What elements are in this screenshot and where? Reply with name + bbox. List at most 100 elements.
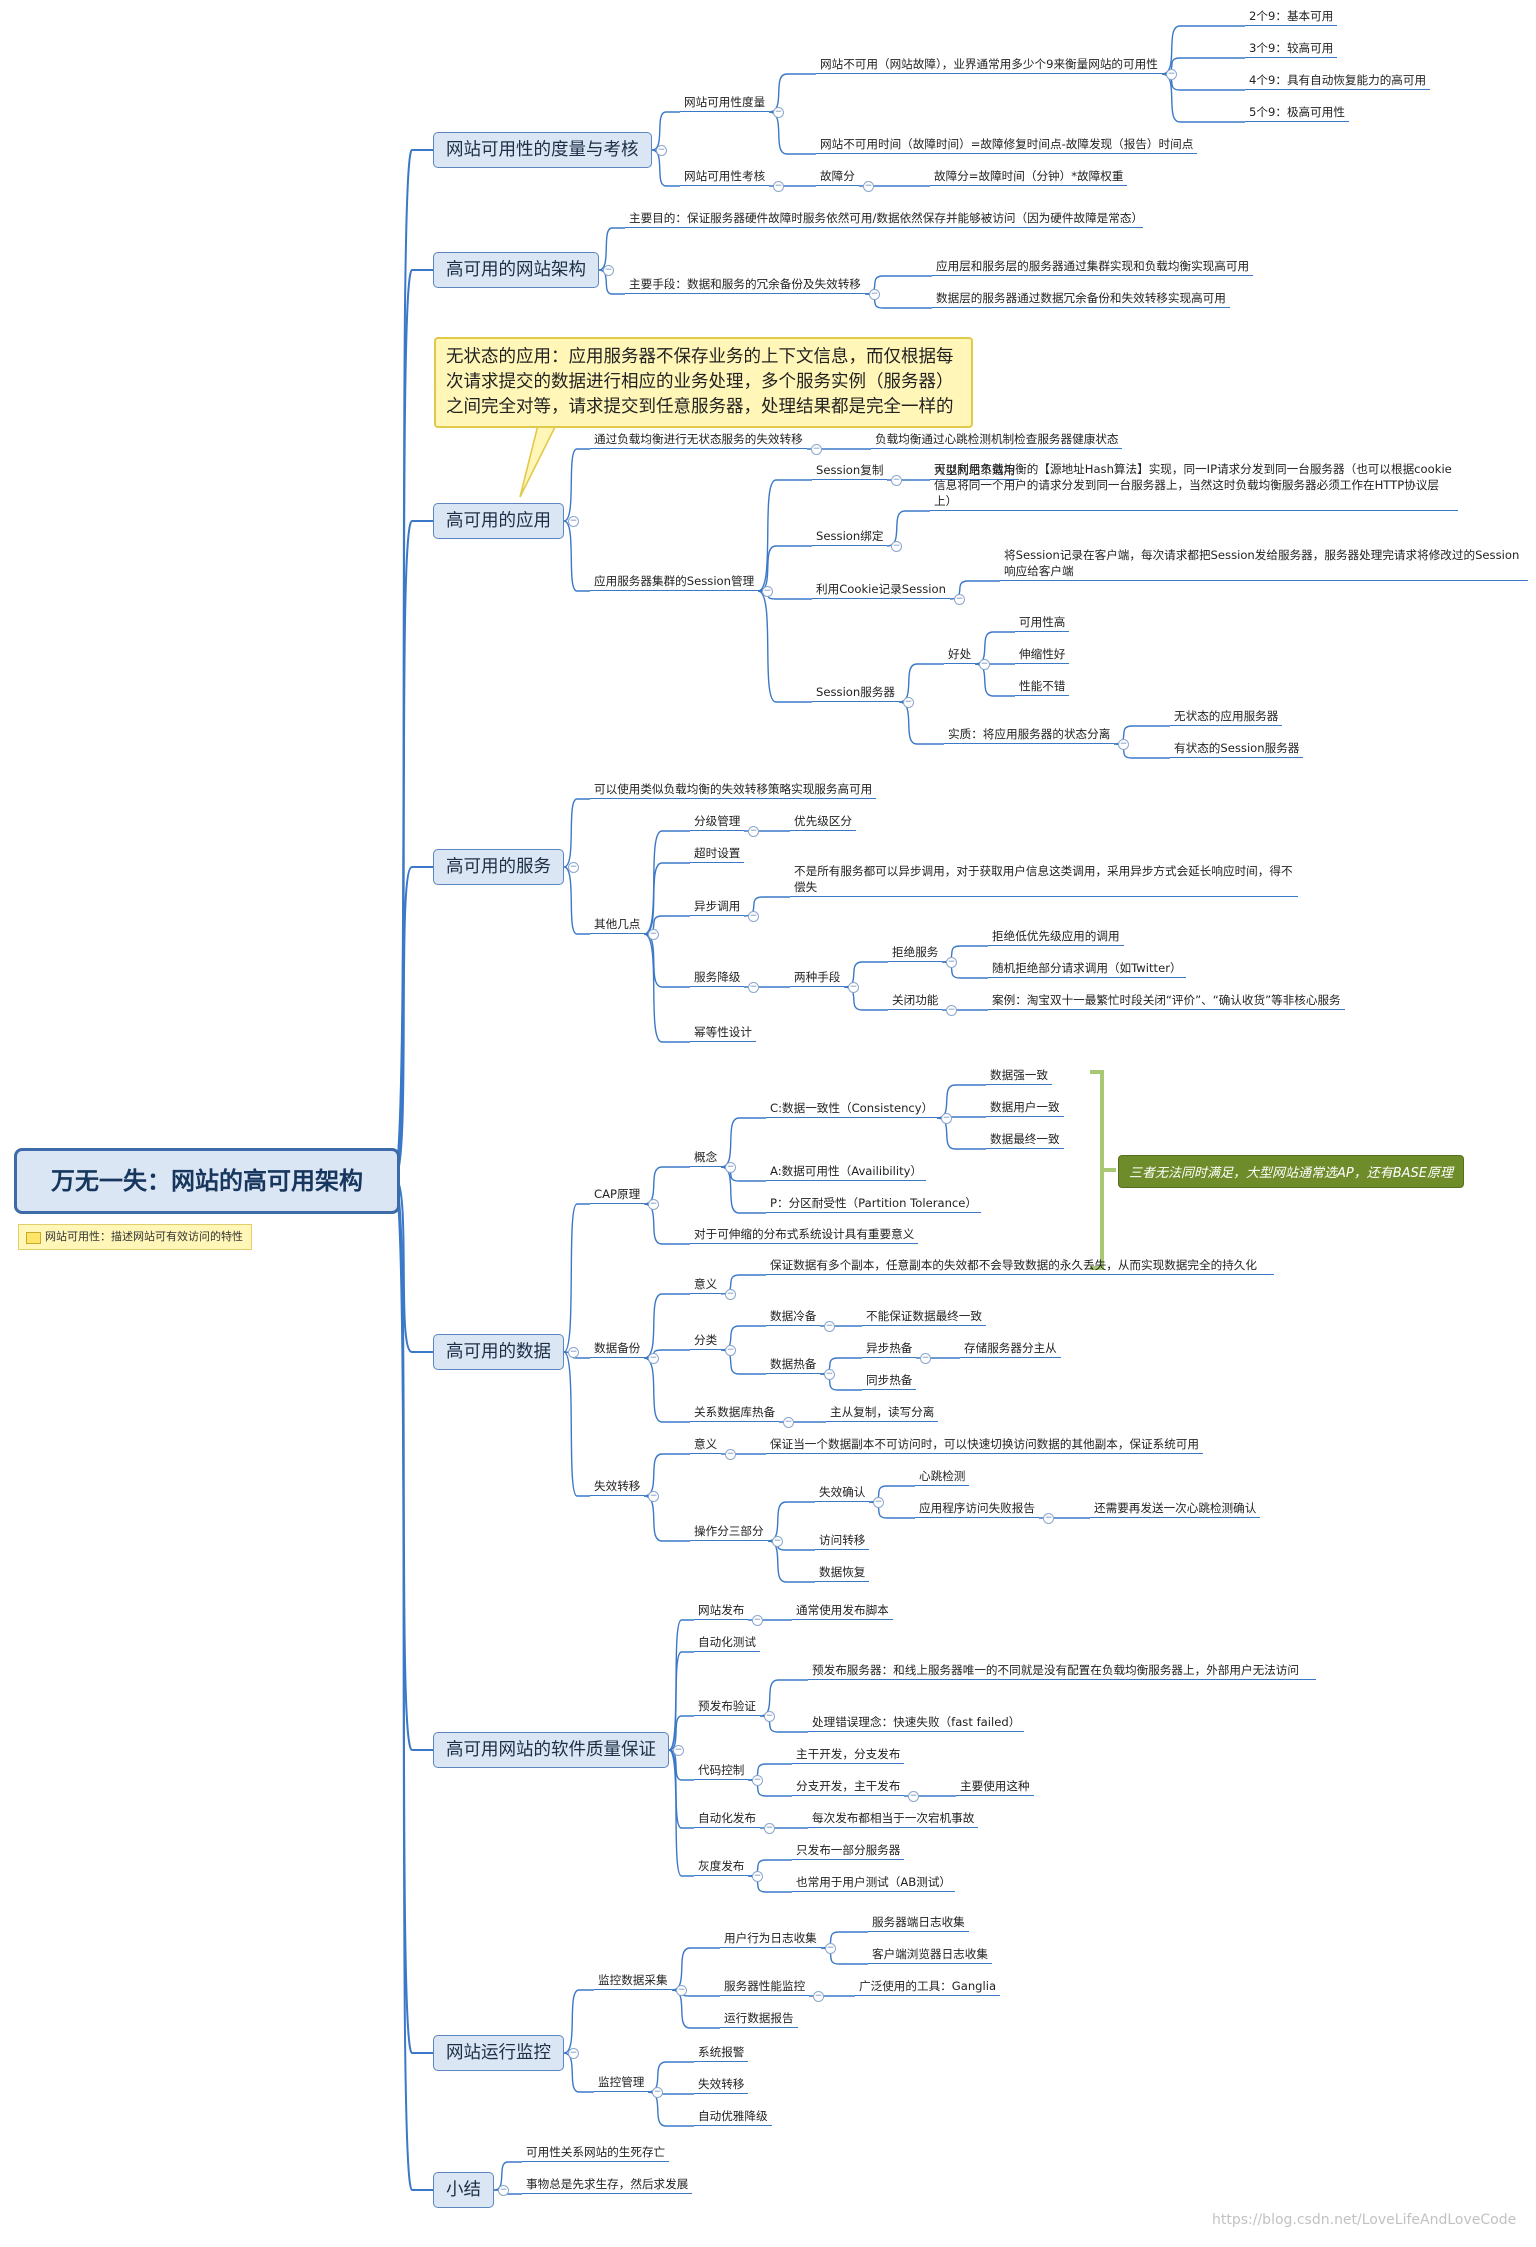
topic-b5-3-2-1[interactable]: 失效确认 [815,1484,870,1502]
topic-b5-3-1[interactable]: 意义 [690,1436,722,1454]
topic-b5-3-2-3[interactable]: 数据恢复 [815,1564,870,1582]
collapse-toggle-icon[interactable]: − [764,1822,775,1834]
topic-b3-1-1[interactable]: 负载均衡通过心跳检测机制检查服务器健康状态 [871,431,1123,449]
topic-b4-2-4-1-1-1[interactable]: 拒绝低优先级应用的调用 [988,928,1124,946]
topic-b3-2-3-1[interactable]: 将Session记录在客户端，每次请求都把Session发给服务器，服务器处理完… [1000,547,1528,581]
topic-b7-1-3[interactable]: 运行数据报告 [720,2010,798,2028]
collapse-toggle-icon[interactable]: − [813,1990,824,2002]
collapse-toggle-icon[interactable]: − [603,264,614,276]
topic-b7[interactable]: 网站运行监控 [433,2035,564,2071]
topic-b3-2-1[interactable]: Session复制 [812,462,888,480]
collapse-toggle-icon[interactable]: − [979,658,990,670]
topic-b2-1[interactable]: 主要目的：保证服务器硬件故障时服务依然可用/数据依然保存并能够被访问（因为硬件故… [625,210,1143,228]
collapse-toggle-icon[interactable]: − [773,180,784,192]
topic-b4-2-2[interactable]: 超时设置 [690,845,745,863]
topic-b4-2-3-1[interactable]: 不是所有服务都可以异步调用，对于获取用户信息这类调用，采用异步方式会延长响应时间… [790,863,1298,897]
collapse-toggle-icon[interactable]: − [748,910,759,922]
collapse-toggle-icon[interactable]: − [908,1790,919,1802]
topic-b6-3-1[interactable]: 预发布服务器：和线上服务器唯一的不同就是没有配置在负载均衡服务器上，外部用户无法… [808,1662,1316,1680]
topic-b5-3[interactable]: 失效转移 [590,1478,645,1496]
topic-b5-1-1-3[interactable]: P：分区耐受性（Partition Tolerance） [766,1195,982,1213]
topic-b6-4-2-1[interactable]: 主要使用这种 [956,1778,1034,1796]
collapse-toggle-icon[interactable]: − [673,1744,684,1756]
topic-b7-2[interactable]: 监控管理 [594,2074,649,2092]
collapse-toggle-icon[interactable]: − [920,1352,931,1364]
collapse-toggle-icon[interactable]: − [824,1320,835,1332]
collapse-toggle-icon[interactable]: − [748,825,759,837]
collapse-toggle-icon[interactable]: − [648,1352,659,1364]
topic-b6-6[interactable]: 灰度发布 [694,1858,749,1876]
topic-b5-3-2-1-2-1[interactable]: 还需要再发送一次心跳检测确认 [1090,1500,1261,1518]
collapse-toggle-icon[interactable]: − [568,1346,579,1358]
collapse-toggle-icon[interactable]: − [773,106,784,118]
topic-b4-2-4[interactable]: 服务降级 [690,969,745,987]
topic-b3-2-4-1-2[interactable]: 伸缩性好 [1015,646,1070,664]
collapse-toggle-icon[interactable]: − [891,540,902,552]
topic-b5-1-2[interactable]: 对于可伸缩的分布式系统设计具有重要意义 [690,1226,919,1244]
topic-b5-2-2-2[interactable]: 数据热备 [766,1356,821,1374]
collapse-toggle-icon[interactable]: − [568,2047,579,2059]
collapse-toggle-icon[interactable]: − [873,1496,884,1508]
topic-b5-1-1-2[interactable]: A:数据可用性（Availibility） [766,1163,927,1181]
topic-b5-3-2-1-1[interactable]: 心跳检测 [915,1468,970,1486]
collapse-toggle-icon[interactable]: − [825,1942,836,1954]
collapse-toggle-icon[interactable]: − [824,1368,835,1380]
topic-b1-1[interactable]: 网站可用性度量 [680,94,770,112]
topic-b5-1-1-1-2[interactable]: 数据用户一致 [986,1099,1064,1117]
collapse-toggle-icon[interactable]: − [725,1288,736,1300]
collapse-toggle-icon[interactable]: − [783,1416,794,1428]
stateless-callout[interactable]: 无状态的应用：应用服务器不保存业务的上下文信息，而仅根据每次请求提交的数据进行相… [434,337,973,428]
collapse-toggle-icon[interactable]: − [891,474,902,486]
topic-b7-1-1[interactable]: 用户行为日志收集 [720,1930,821,1948]
topic-b5-1-1-1-1[interactable]: 数据强一致 [986,1067,1052,1085]
collapse-toggle-icon[interactable]: − [648,928,659,940]
topic-b7-1-2-1[interactable]: 广泛使用的工具：Ganglia [855,1978,1001,1996]
collapse-toggle-icon[interactable]: − [752,1774,763,1786]
root-topic[interactable]: 万无一失：网站的高可用架构 [14,1148,400,1214]
collapse-toggle-icon[interactable]: − [752,1614,763,1626]
topic-b6-4[interactable]: 代码控制 [694,1762,749,1780]
topic-b6-3-2[interactable]: 处理错误理念：快速失败（fast failed） [808,1714,1025,1732]
collapse-toggle-icon[interactable]: − [1166,68,1177,80]
topic-b5-1-1[interactable]: 概念 [690,1149,722,1167]
topic-b5-2-1[interactable]: 意义 [690,1276,722,1294]
topic-b3-2-4-2-2[interactable]: 有状态的Session服务器 [1170,740,1304,758]
topic-b3-2-4-1-1[interactable]: 可用性高 [1015,614,1070,632]
collapse-toggle-icon[interactable]: − [498,2184,509,2196]
topic-b3-2-3[interactable]: 利用Cookie记录Session [812,581,950,599]
topic-b3-2-4[interactable]: Session服务器 [812,684,900,702]
topic-b3-1[interactable]: 通过负载均衡进行无状态服务的失效转移 [590,431,807,449]
collapse-toggle-icon[interactable]: − [752,1870,763,1882]
topic-b5-2-2-2-1[interactable]: 异步热备 [862,1340,917,1358]
topic-b1-1-1-1[interactable]: 2个9：基本可用 [1245,8,1338,26]
topic-b5-2-3-1[interactable]: 主从复制，读写分离 [826,1404,939,1422]
topic-b7-2-1[interactable]: 系统报警 [694,2044,749,2062]
topic-b6-5[interactable]: 自动化发布 [694,1810,760,1828]
collapse-toggle-icon[interactable]: − [941,1112,952,1124]
topic-b2-2-2[interactable]: 数据层的服务器通过数据冗余备份和失效转移实现高可用 [932,290,1230,308]
topic-b8-2[interactable]: 事物总是先求生存，然后求发展 [522,2176,693,2194]
topic-b5-2-2[interactable]: 分类 [690,1332,722,1350]
collapse-toggle-icon[interactable]: − [748,981,759,993]
topic-b1-2-1-1[interactable]: 故障分=故障时间（分钟）*故障权重 [930,168,1128,186]
topic-b4-2-4-1-2-1[interactable]: 案例：淘宝双十一最繁忙时段关闭“评价”、“确认收货”等非核心服务 [988,992,1345,1010]
topic-b3-2-2[interactable]: Session绑定 [812,528,888,546]
topic-b4-2-5[interactable]: 幂等性设计 [690,1024,756,1042]
topic-b4-2[interactable]: 其他几点 [590,916,645,934]
collapse-toggle-icon[interactable]: − [568,515,579,527]
topic-b5-2-3[interactable]: 关系数据库热备 [690,1404,780,1422]
topic-b3-2-4-1-3[interactable]: 性能不错 [1015,678,1070,696]
topic-b1-2[interactable]: 网站可用性考核 [680,168,770,186]
topic-b4-2-4-1[interactable]: 两种手段 [790,969,845,987]
topic-b3-2[interactable]: 应用服务器集群的Session管理 [590,573,759,591]
topic-b4-2-3[interactable]: 异步调用 [690,898,745,916]
collapse-toggle-icon[interactable]: − [869,288,880,300]
collapse-toggle-icon[interactable]: − [725,1344,736,1356]
topic-b5-3-1-1[interactable]: 保证当一个数据副本不可访问时，可以快速切换访问数据的其他副本，保证系统可用 [766,1436,1203,1454]
topic-b2[interactable]: 高可用的网站架构 [433,252,599,288]
topic-b8-1[interactable]: 可用性关系网站的生死存亡 [522,2144,670,2162]
topic-b1-2-1[interactable]: 故障分 [816,168,859,186]
collapse-toggle-icon[interactable]: − [863,180,874,192]
collapse-toggle-icon[interactable]: − [772,1535,783,1547]
topic-b1-1-1-4[interactable]: 5个9：极高可用性 [1245,104,1349,122]
